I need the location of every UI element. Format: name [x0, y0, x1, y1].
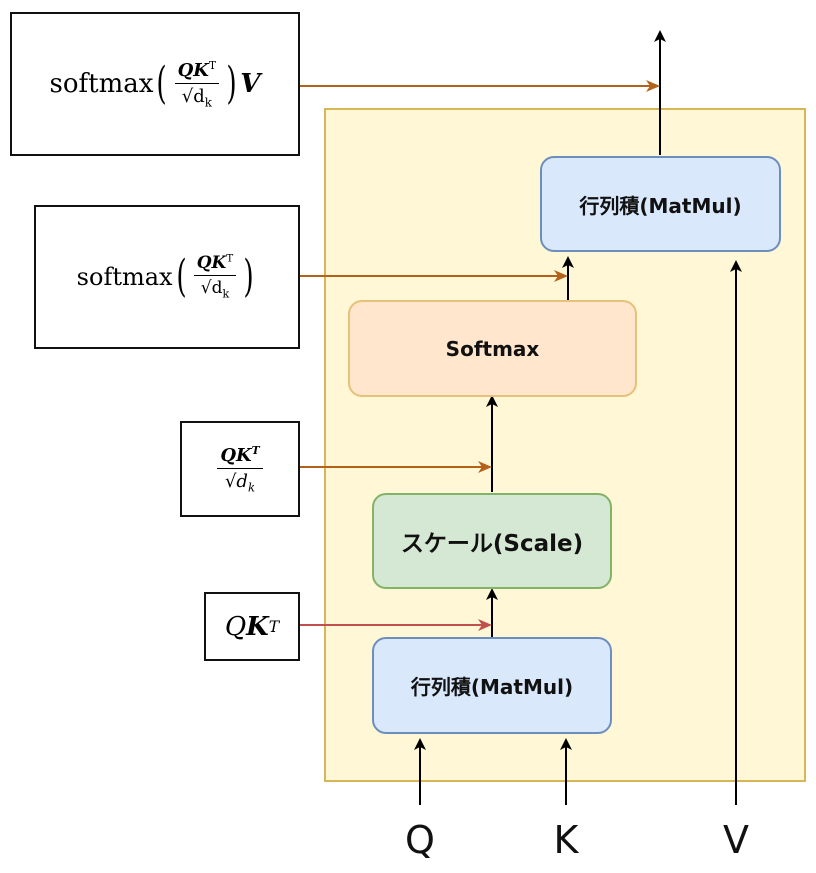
annotation-scaled: QKT √dk	[180, 421, 300, 517]
matmul-bottom-label: 行列積(MatMul)	[410, 675, 574, 699]
input-q-label: Q	[405, 818, 435, 862]
annotation-softmax: softmax ( QKT √dk )	[34, 205, 300, 349]
softmax-label: Softmax	[445, 336, 540, 361]
matmul-top-node: 行列積(MatMul)	[540, 156, 781, 252]
annotation-output: softmax ( QKT √dk ) V	[10, 12, 300, 156]
input-k-label: K	[553, 818, 579, 862]
annotation-output-func: softmax	[49, 69, 154, 99]
input-v-label: V	[723, 818, 749, 862]
scale-node: スケール(Scale)	[372, 493, 612, 589]
scale-label: スケール(Scale)	[400, 531, 584, 557]
matmul-top-label: 行列積(MatMul)	[579, 193, 742, 218]
annotation-output-tail: V	[240, 69, 261, 99]
annotation-softmax-func: softmax	[76, 263, 173, 291]
softmax-node: Softmax	[348, 300, 637, 397]
matmul-bottom-node: 行列積(MatMul)	[372, 637, 612, 734]
